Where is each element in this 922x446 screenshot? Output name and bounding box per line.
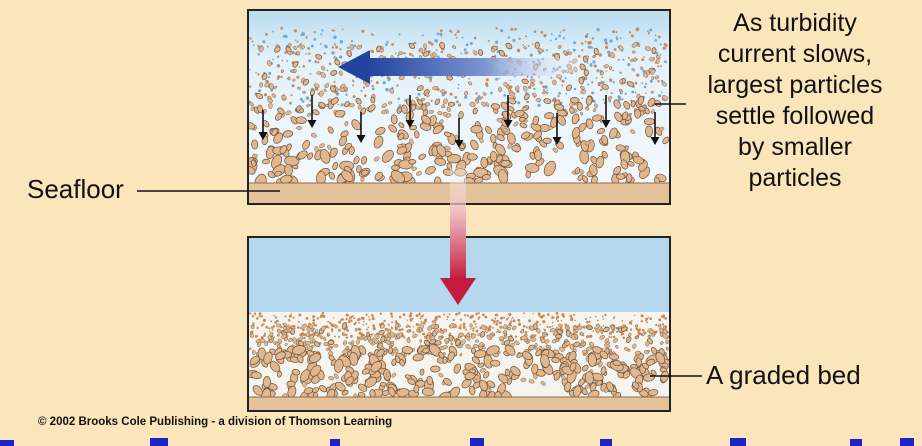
- process-description: As turbidity current slows, largest part…: [680, 8, 910, 194]
- description-line: largest particles: [707, 71, 883, 99]
- seafloor-layer-bottom: [248, 397, 670, 411]
- graded-bed-label: A graded bed: [706, 360, 861, 390]
- description-line: particles: [748, 164, 842, 192]
- settling-arrow-head: [601, 120, 611, 128]
- copyright-notice: © 2002 Brooks Cole Publishing - a divisi…: [38, 416, 393, 428]
- graded-bed-particles: [248, 311, 670, 403]
- seafloor-label: Seafloor: [27, 174, 124, 204]
- settling-arrow-head: [258, 132, 268, 140]
- description-line: by smaller: [738, 133, 852, 161]
- settling-arrow-head: [454, 140, 464, 148]
- settling-arrow-head: [552, 137, 562, 145]
- current-flow-arrow: [338, 50, 580, 84]
- settling-arrow-head: [405, 120, 415, 128]
- deposition-arrow: [440, 168, 476, 305]
- top-panel: [247, 9, 671, 205]
- description-line: As turbidity: [733, 9, 857, 37]
- settling-arrows: [258, 95, 660, 148]
- settling-arrow-head: [503, 120, 513, 128]
- settling-arrow-head: [356, 135, 366, 143]
- description-line: settle followed: [715, 102, 875, 130]
- settling-arrow-head: [307, 120, 317, 128]
- suspended-particles: [248, 26, 670, 191]
- settling-arrow-head: [650, 137, 660, 145]
- bottom-blue-bar: [0, 438, 914, 446]
- description-line: current slows,: [717, 40, 873, 68]
